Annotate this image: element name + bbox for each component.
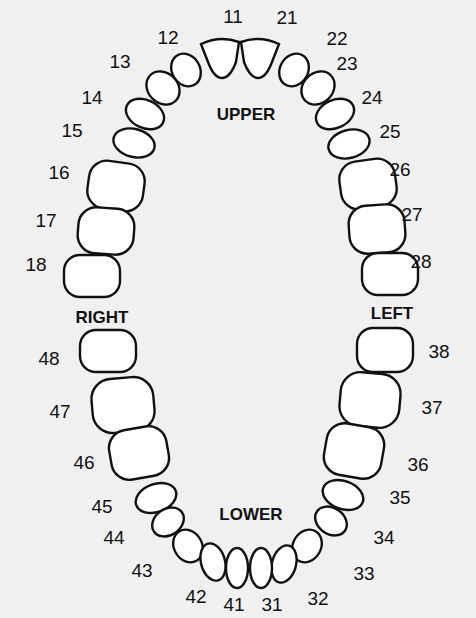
- tooth-number: 23: [336, 54, 357, 73]
- tooth-number: 35: [389, 488, 410, 507]
- tooth: [106, 423, 172, 482]
- tooth: [80, 330, 136, 372]
- tooth-number: 41: [223, 595, 244, 614]
- tooth-number: 33: [353, 564, 374, 583]
- tooth-number: 36: [407, 455, 428, 474]
- arch-label: LEFT: [371, 305, 414, 322]
- tooth-number: 44: [103, 528, 124, 547]
- tooth-number: 34: [373, 528, 394, 547]
- tooth-number: 22: [326, 29, 347, 48]
- tooth-number: 45: [91, 497, 112, 516]
- tooth: [85, 158, 147, 213]
- arch-label: RIGHT: [76, 309, 129, 326]
- tooth: [76, 206, 135, 256]
- tooth: [64, 255, 120, 297]
- tooth-number: 13: [109, 52, 130, 71]
- tooth: [325, 125, 373, 163]
- tooth-number: 47: [49, 402, 70, 421]
- arch-label: LOWER: [219, 506, 282, 523]
- arch-label: UPPER: [217, 106, 276, 123]
- tooth: [250, 548, 272, 588]
- tooth-number: 24: [361, 88, 382, 107]
- tooth-number: 18: [25, 255, 46, 274]
- tooth: [357, 328, 413, 372]
- tooth-number: 11: [223, 7, 243, 26]
- tooth-number: 42: [185, 587, 206, 606]
- tooth: [362, 253, 418, 295]
- tooth-number: 15: [61, 121, 82, 140]
- tooth-number: 26: [389, 160, 410, 179]
- tooth-number: 46: [73, 453, 94, 472]
- tooth: [241, 39, 279, 78]
- tooth-number: 38: [428, 342, 449, 361]
- tooth-number: 14: [81, 88, 102, 107]
- tooth: [338, 370, 402, 429]
- tooth-number: 16: [48, 163, 69, 182]
- tooth-number: 21: [276, 8, 297, 27]
- tooth: [110, 124, 158, 162]
- tooth-number: 12: [157, 28, 178, 47]
- tooth-number: 32: [307, 589, 328, 608]
- tooth: [321, 420, 387, 481]
- tooth-number: 43: [131, 561, 152, 580]
- tooth-number: 31: [261, 595, 282, 614]
- tooth-number: 17: [35, 211, 56, 230]
- tooth: [347, 203, 406, 255]
- tooth: [196, 541, 229, 584]
- tooth-number: 27: [401, 205, 422, 224]
- tooth-number: 25: [379, 122, 400, 141]
- tooth-number: 28: [410, 252, 431, 271]
- tooth-number: 37: [421, 398, 442, 417]
- tooth: [201, 39, 239, 78]
- tooth-number: 48: [38, 349, 59, 368]
- tooth: [226, 548, 248, 588]
